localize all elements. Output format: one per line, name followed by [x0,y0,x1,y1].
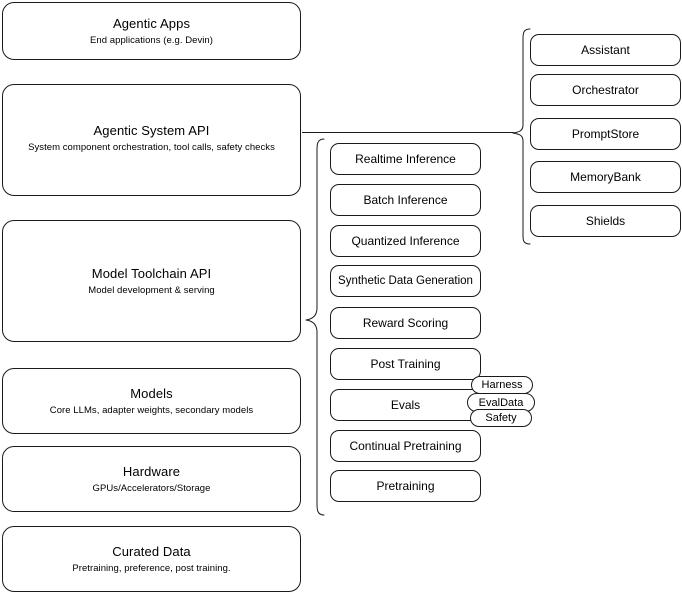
layer-title: Curated Data [112,543,191,559]
pill-label: Safety [485,412,517,424]
toolchain-item-synthetic-data-generation[interactable]: Synthetic Data Generation [330,265,481,297]
item-label: Shields [585,214,626,228]
layer-curated-data[interactable]: Curated Data Pretraining, preference, po… [2,526,301,592]
layer-title: Hardware [122,463,181,479]
system-component-memorybank[interactable]: MemoryBank [530,161,681,193]
brace-system-components [512,28,531,245]
item-label: Orchestrator [572,83,639,97]
item-label: MemoryBank [570,170,641,184]
layer-agentic-system-api[interactable]: Agentic System API System component orch… [2,84,301,196]
item-label: Synthetic Data Generation [338,275,473,287]
item-label: Realtime Inference [355,152,456,166]
toolchain-item-post-training[interactable]: Post Training [330,348,481,380]
layer-title: Models [130,385,173,401]
system-component-assistant[interactable]: Assistant [530,34,681,66]
evals-tag-harness[interactable]: Harness [471,376,533,394]
pill-label: EvalData [478,396,524,409]
item-label: Evals [390,398,421,412]
layer-subtitle: System component orchestration, tool cal… [28,142,275,153]
layer-subtitle: GPUs/Accelerators/Storage [92,482,211,494]
item-label: PromptStore [571,127,640,141]
item-label: Reward Scoring [362,316,449,330]
system-component-promptstore[interactable]: PromptStore [530,118,681,150]
layer-subtitle: Pretraining, preference, post training. [72,562,231,574]
layer-subtitle: Core LLMs, adapter weights, secondary mo… [49,404,254,416]
item-label: Batch Inference [363,193,448,207]
item-label: Pretraining [376,479,435,493]
connector-line-system-api [302,132,514,133]
system-component-shields[interactable]: Shields [530,205,681,237]
item-label: Assistant [581,43,630,57]
brace-toolchain [305,138,325,516]
layer-model-toolchain-api[interactable]: Model Toolchain API Model development & … [2,220,301,342]
layer-subtitle: Model development & serving [88,284,215,296]
layer-title: Agentic Apps [112,15,191,31]
item-label: Continual Pretraining [349,439,462,453]
layer-subtitle: End applications (e.g. Devin) [90,34,213,46]
toolchain-item-realtime-inference[interactable]: Realtime Inference [330,143,481,175]
layer-title: Agentic System API [93,123,210,138]
toolchain-item-reward-scoring[interactable]: Reward Scoring [330,307,481,339]
item-label: Quantized Inference [351,234,460,248]
toolchain-item-evals[interactable]: Evals [330,389,481,421]
toolchain-item-pretraining[interactable]: Pretraining [330,470,481,502]
toolchain-item-batch-inference[interactable]: Batch Inference [330,184,481,216]
evals-tag-safety[interactable]: Safety [470,409,532,427]
item-label: Post Training [370,357,441,371]
system-component-orchestrator[interactable]: Orchestrator [530,74,681,106]
layer-title: Model Toolchain API [91,265,212,281]
layer-hardware[interactable]: Hardware GPUs/Accelerators/Storage [2,446,301,512]
toolchain-item-continual-pretraining[interactable]: Continual Pretraining [330,430,481,462]
pill-label: Harness [481,379,523,391]
layer-agentic-apps[interactable]: Agentic Apps End applications (e.g. Devi… [2,2,301,60]
toolchain-item-quantized-inference[interactable]: Quantized Inference [330,225,481,257]
layer-models[interactable]: Models Core LLMs, adapter weights, secon… [2,368,301,434]
